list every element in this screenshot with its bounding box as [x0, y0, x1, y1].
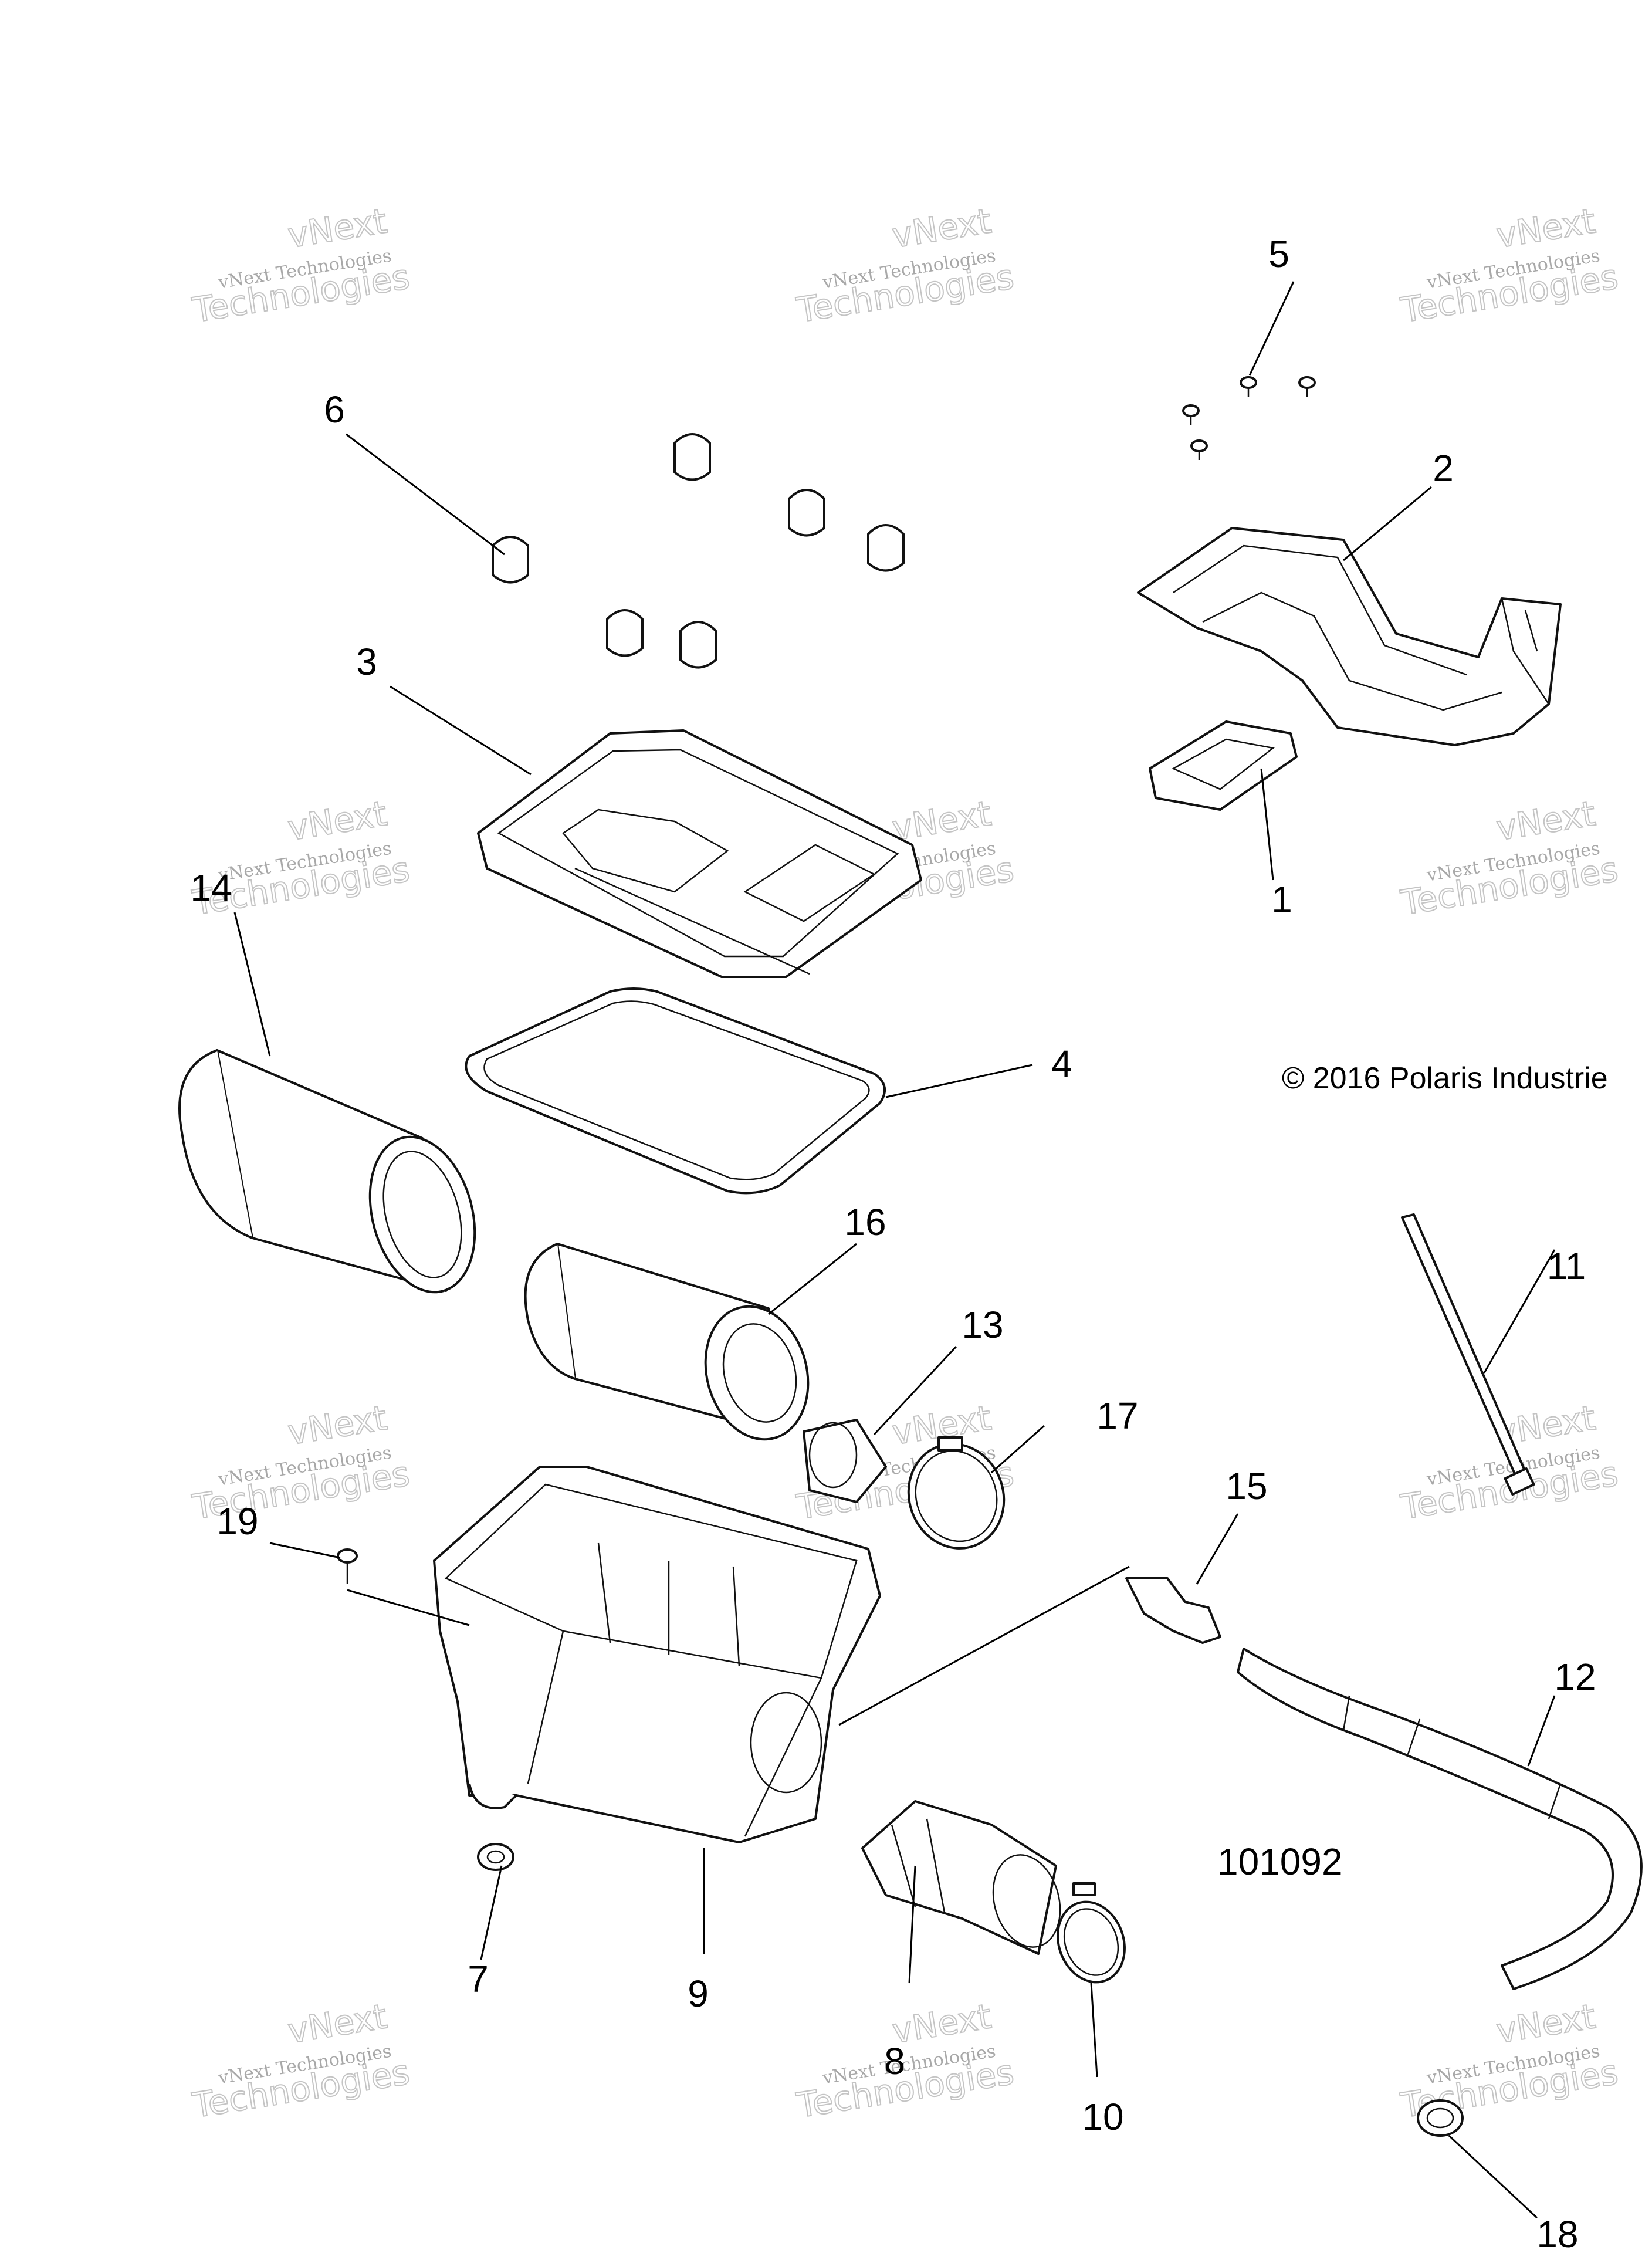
- leader-lines: [233, 281, 1556, 2219]
- drain-fitting-part: [1125, 1577, 1221, 1644]
- callout-12: 12: [1554, 1656, 1596, 1698]
- callout-11: 11: [1547, 1245, 1586, 1287]
- callout-16: 16: [844, 1201, 886, 1243]
- callout-10: 10: [1082, 2096, 1123, 2138]
- callout-5: 5: [1268, 233, 1289, 275]
- callout-4: 4: [1051, 1043, 1072, 1085]
- callout-9: 9: [688, 1973, 709, 2015]
- callout-14: 14: [190, 867, 232, 909]
- screw-19-part: [337, 1548, 358, 1584]
- outlet-boot-part: [861, 1800, 1061, 1955]
- grommet-part: [477, 1843, 514, 1871]
- callout-3: 3: [356, 641, 377, 683]
- callout-13: 13: [962, 1304, 1003, 1346]
- callout-19: 19: [216, 1500, 258, 1542]
- callout-labels: 5 2 1 6 3 4 14 16 13 17 15 11 12 19 7 9 …: [190, 233, 1596, 2253]
- cable-tie-part: [1401, 1213, 1535, 1496]
- callout-7: 7: [468, 1958, 489, 2000]
- callout-6: 6: [324, 388, 345, 431]
- clamp-lower-part: [1057, 1882, 1126, 1984]
- airbox-base-part: [433, 1466, 881, 1843]
- intake-duct-part: [1137, 527, 1562, 746]
- coupler-part: [803, 1419, 887, 1503]
- callout-18: 18: [1536, 2213, 1578, 2253]
- hose-clamp-part: [1417, 2099, 1464, 2137]
- airbox-seal-part: [465, 987, 886, 1195]
- figure-number: 101092: [1217, 1841, 1343, 1883]
- callout-15: 15: [1226, 1465, 1267, 1507]
- callout-17: 17: [1096, 1395, 1138, 1437]
- callout-2: 2: [1433, 447, 1454, 489]
- duct-seal-part: [1149, 720, 1298, 811]
- callout-8: 8: [884, 2040, 905, 2082]
- callout-1: 1: [1271, 878, 1292, 921]
- pre-filter-part: [178, 1049, 476, 1294]
- drain-hose-part: [1237, 1648, 1643, 1990]
- airbox-cover-part: [477, 729, 922, 978]
- clip-set-part: [492, 433, 905, 669]
- copyright-text: © 2016 Polaris Industrie: [1282, 1061, 1608, 1095]
- clamp-upper-part: [907, 1436, 1006, 1550]
- air-filter-part: [524, 1243, 810, 1441]
- screw-set-part: [1182, 376, 1316, 460]
